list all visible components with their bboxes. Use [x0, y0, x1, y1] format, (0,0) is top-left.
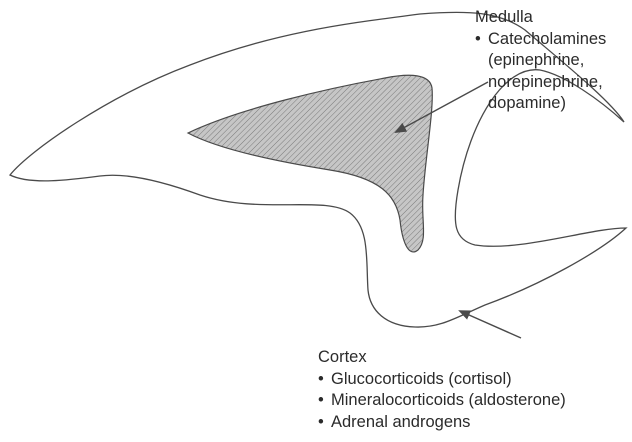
cortex-item: •Mineralocorticoids (aldosterone): [318, 390, 566, 412]
bullet: •: [475, 29, 488, 51]
cortex-item: •Glucocorticoids (cortisol): [318, 369, 566, 391]
cortex-item: •Adrenal androgens: [318, 412, 566, 434]
cortex-label: Cortex •Glucocorticoids (cortisol) •Mine…: [318, 347, 566, 433]
cortex-item-text: Glucocorticoids (cortisol): [331, 370, 512, 388]
cortex-arrow: [460, 311, 521, 338]
medulla-item-line: Catecholamines: [488, 30, 606, 48]
medulla-item-line: dopamine): [475, 93, 606, 115]
medulla-item-line: norepinephrine,: [475, 72, 606, 94]
medulla-item: •Catecholamines: [475, 29, 606, 51]
cortex-item-text: Mineralocorticoids (aldosterone): [331, 391, 566, 409]
medulla-heading: Medulla: [475, 7, 606, 29]
cortex-heading: Cortex: [318, 347, 566, 369]
bullet: •: [318, 390, 331, 412]
bullet: •: [318, 412, 331, 434]
bullet: •: [318, 369, 331, 391]
medulla-label: Medulla •Catecholamines (epinephrine, no…: [475, 7, 606, 115]
medulla-item-line: (epinephrine,: [475, 50, 606, 72]
cortex-item-text: Adrenal androgens: [331, 413, 470, 431]
